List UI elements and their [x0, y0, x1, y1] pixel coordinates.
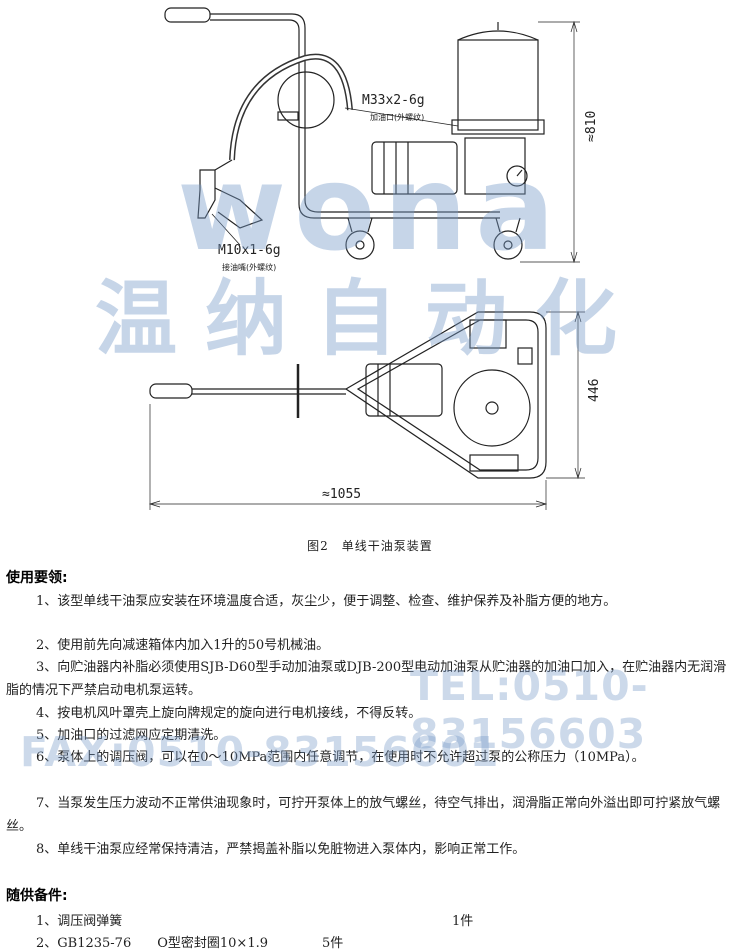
- usage-item-4: 4、按电机风叶罩壳上旋向牌规定的旋向进行电机接线，不得反转。: [36, 706, 422, 721]
- accessory-item-2: 2、GB1235-76 O型密封圈10×1.9: [36, 936, 268, 951]
- label-m10: M10x1-6g: [218, 243, 281, 258]
- pressure-gauge: [506, 165, 528, 187]
- dim-length: ≈1055: [322, 487, 361, 502]
- accessory-item-1: 1、调压阀弹簧: [36, 914, 123, 929]
- handle-grip: [164, 7, 211, 23]
- dim-height: ≈810: [584, 111, 599, 142]
- label-m33: M33x2-6g: [362, 93, 425, 108]
- top-handle-grip: [149, 383, 193, 399]
- watermark-tel: TEL:0510-83156603: [410, 662, 649, 758]
- usage-item-1: 1、该型单线干油泵应安装在环境温度合适，灰尘少，便于调整、检查、维护保养及补脂方…: [36, 594, 617, 609]
- motor: [371, 141, 458, 195]
- label-m33-sub: 加油口(外螺纹): [370, 112, 424, 122]
- grease-gun: [197, 169, 216, 219]
- figure-caption: 图2 单线干油泵装置: [307, 539, 433, 553]
- dim-depth: 446: [587, 379, 602, 402]
- accessories-heading: 随供备件:: [6, 888, 68, 904]
- top-reservoir: [453, 369, 531, 447]
- usage-item-5: 5、加油口的过滤网应定期清洗。: [36, 728, 227, 743]
- usage-item-8: 8、单线干油泵应经常保持清洁，严禁揭盖补脂以免脏物进入泵体内，影响正常工作。: [36, 842, 526, 857]
- pump-drawing-svg: M33x2-6g 加油口(外螺纹) M10x1-6g 接油嘴(外螺纹) ≈810…: [148, 7, 602, 510]
- usage-item-2: 2、使用前先向减速箱体内加入1升的50号机械油。: [36, 638, 330, 653]
- pump-body: [464, 137, 526, 195]
- watermark-fax: FAX:0510-83156601: [20, 728, 500, 776]
- accessory-qty-2: 5件: [322, 936, 344, 951]
- wheel-right: [493, 230, 523, 260]
- usage-item-6: 6、泵体上的调压阀，可以在0～10MPa范围内任意调节，在使用时不允许超过泵的公…: [36, 750, 645, 765]
- frame: [304, 118, 500, 213]
- usage-heading: 使用要领:: [6, 570, 68, 586]
- reservoir: [457, 39, 539, 131]
- top-frame: [344, 311, 547, 479]
- motor-disc: [277, 71, 335, 129]
- technical-drawing: M33x2-6g 加油口(外螺纹) M10x1-6g 接油嘴(外螺纹) ≈810…: [148, 7, 602, 510]
- usage-item-3: 3、向贮油器内补脂必须使用SJB-D60型手动加油泵或DJB-200型电动加油泵…: [6, 660, 727, 698]
- handle-bar: [210, 13, 306, 118]
- usage-item-7: 7、当泵发生压力波动不正常供油现象时，可拧开泵体上的放气螺丝，待空气排出，润滑脂…: [6, 796, 721, 834]
- top-motor: [365, 363, 443, 417]
- accessory-qty-1: 1件: [452, 914, 474, 929]
- wheel-left: [345, 230, 375, 260]
- label-m10-sub: 接油嘴(外螺纹): [222, 262, 276, 272]
- watermark-company: 温纳自动化: [94, 272, 645, 367]
